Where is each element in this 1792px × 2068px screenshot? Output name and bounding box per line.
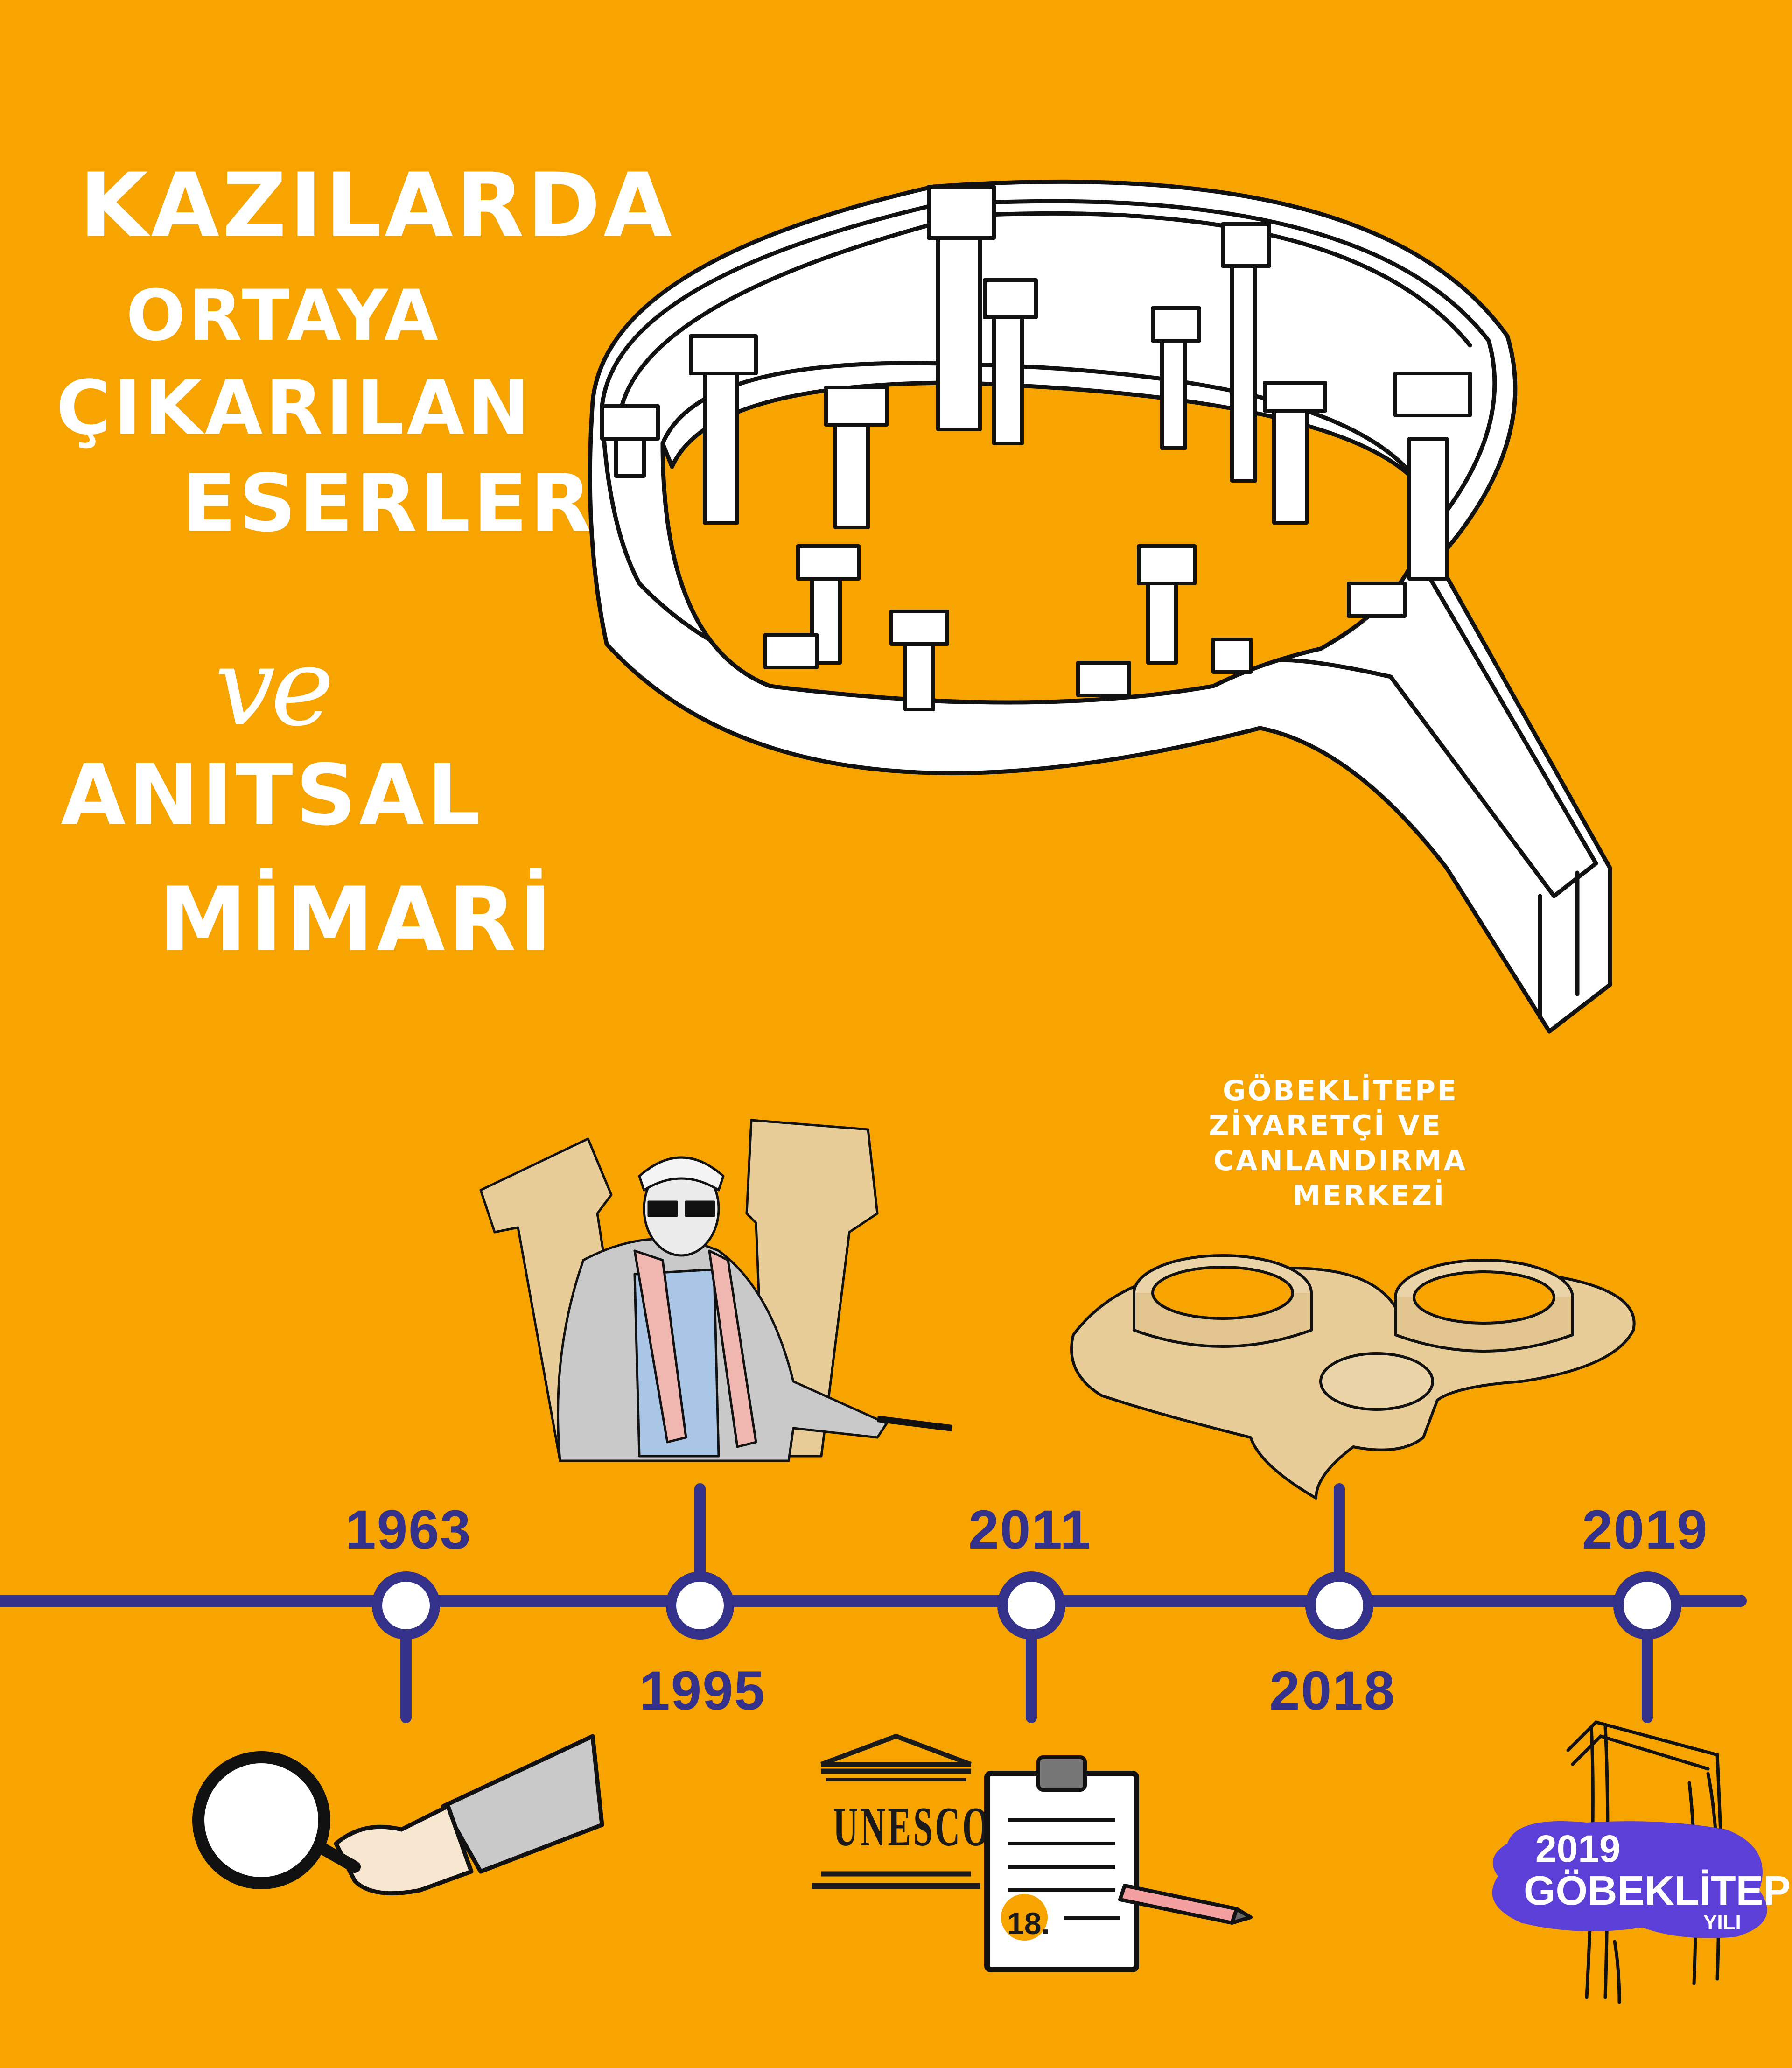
year-1995: 1995 <box>639 1660 766 1722</box>
timeline-node-2018 <box>1305 1571 1373 1640</box>
pillar <box>824 386 889 529</box>
visitor-center-line4: MERKEZİ <box>1293 1179 1446 1212</box>
timeline-node-1995 <box>666 1571 734 1640</box>
timeline-node-2019 <box>1613 1571 1681 1640</box>
pillar <box>1076 661 1131 697</box>
badge-year: 2019 <box>1535 1828 1621 1870</box>
unesco-wordmark: UNESCO <box>833 1795 992 1858</box>
badge-name: GÖBEKLİTEPE <box>1524 1867 1792 1914</box>
headline-line-eserler: ESERLER <box>182 457 594 550</box>
headline-line-kazilarda: KAZILARDA <box>79 154 675 257</box>
pillar <box>1221 222 1271 483</box>
headline-line-ve: ve <box>215 625 334 750</box>
pillar <box>1347 582 1407 618</box>
year-2018: 2018 <box>1269 1660 1396 1722</box>
year-2019: 2019 <box>1582 1499 1708 1561</box>
visitor-center-line3: CANLANDIRMA <box>1213 1144 1468 1177</box>
year-1963: 1963 <box>345 1499 472 1561</box>
badge-suffix: YILI <box>1703 1911 1741 1934</box>
list-number: 18. <box>1007 1906 1050 1941</box>
timeline-node-1963 <box>372 1571 440 1640</box>
pillar <box>889 610 949 711</box>
pillar <box>1263 381 1327 525</box>
pillar <box>600 404 660 478</box>
pillar <box>1137 544 1197 665</box>
headline-line-anitsal: ANITSAL <box>61 747 483 844</box>
headline-line-ortaya: ORTAYA <box>126 275 441 357</box>
timeline-node-2011 <box>997 1571 1065 1640</box>
pillar <box>983 278 1038 445</box>
visitor-center-line1: GÖBEKLİTEPE <box>1223 1074 1458 1107</box>
visitor-center-caption: GÖBEKLİTEPE ZİYARETÇİ VE CANLANDIRMA MER… <box>1209 1073 1512 1213</box>
pillar <box>1393 372 1472 581</box>
pillar <box>927 185 996 431</box>
headline-line-cikarilan: ÇIKARILAN <box>56 364 533 451</box>
pillar <box>1151 306 1201 450</box>
pillar <box>1211 638 1253 674</box>
headline-line-mimari: MİMARİ <box>159 868 555 971</box>
pillar <box>689 334 758 525</box>
year-2011: 2011 <box>968 1499 1092 1561</box>
visitor-center-line2: ZİYARETÇİ VE <box>1209 1109 1442 1142</box>
pillar <box>763 633 819 669</box>
